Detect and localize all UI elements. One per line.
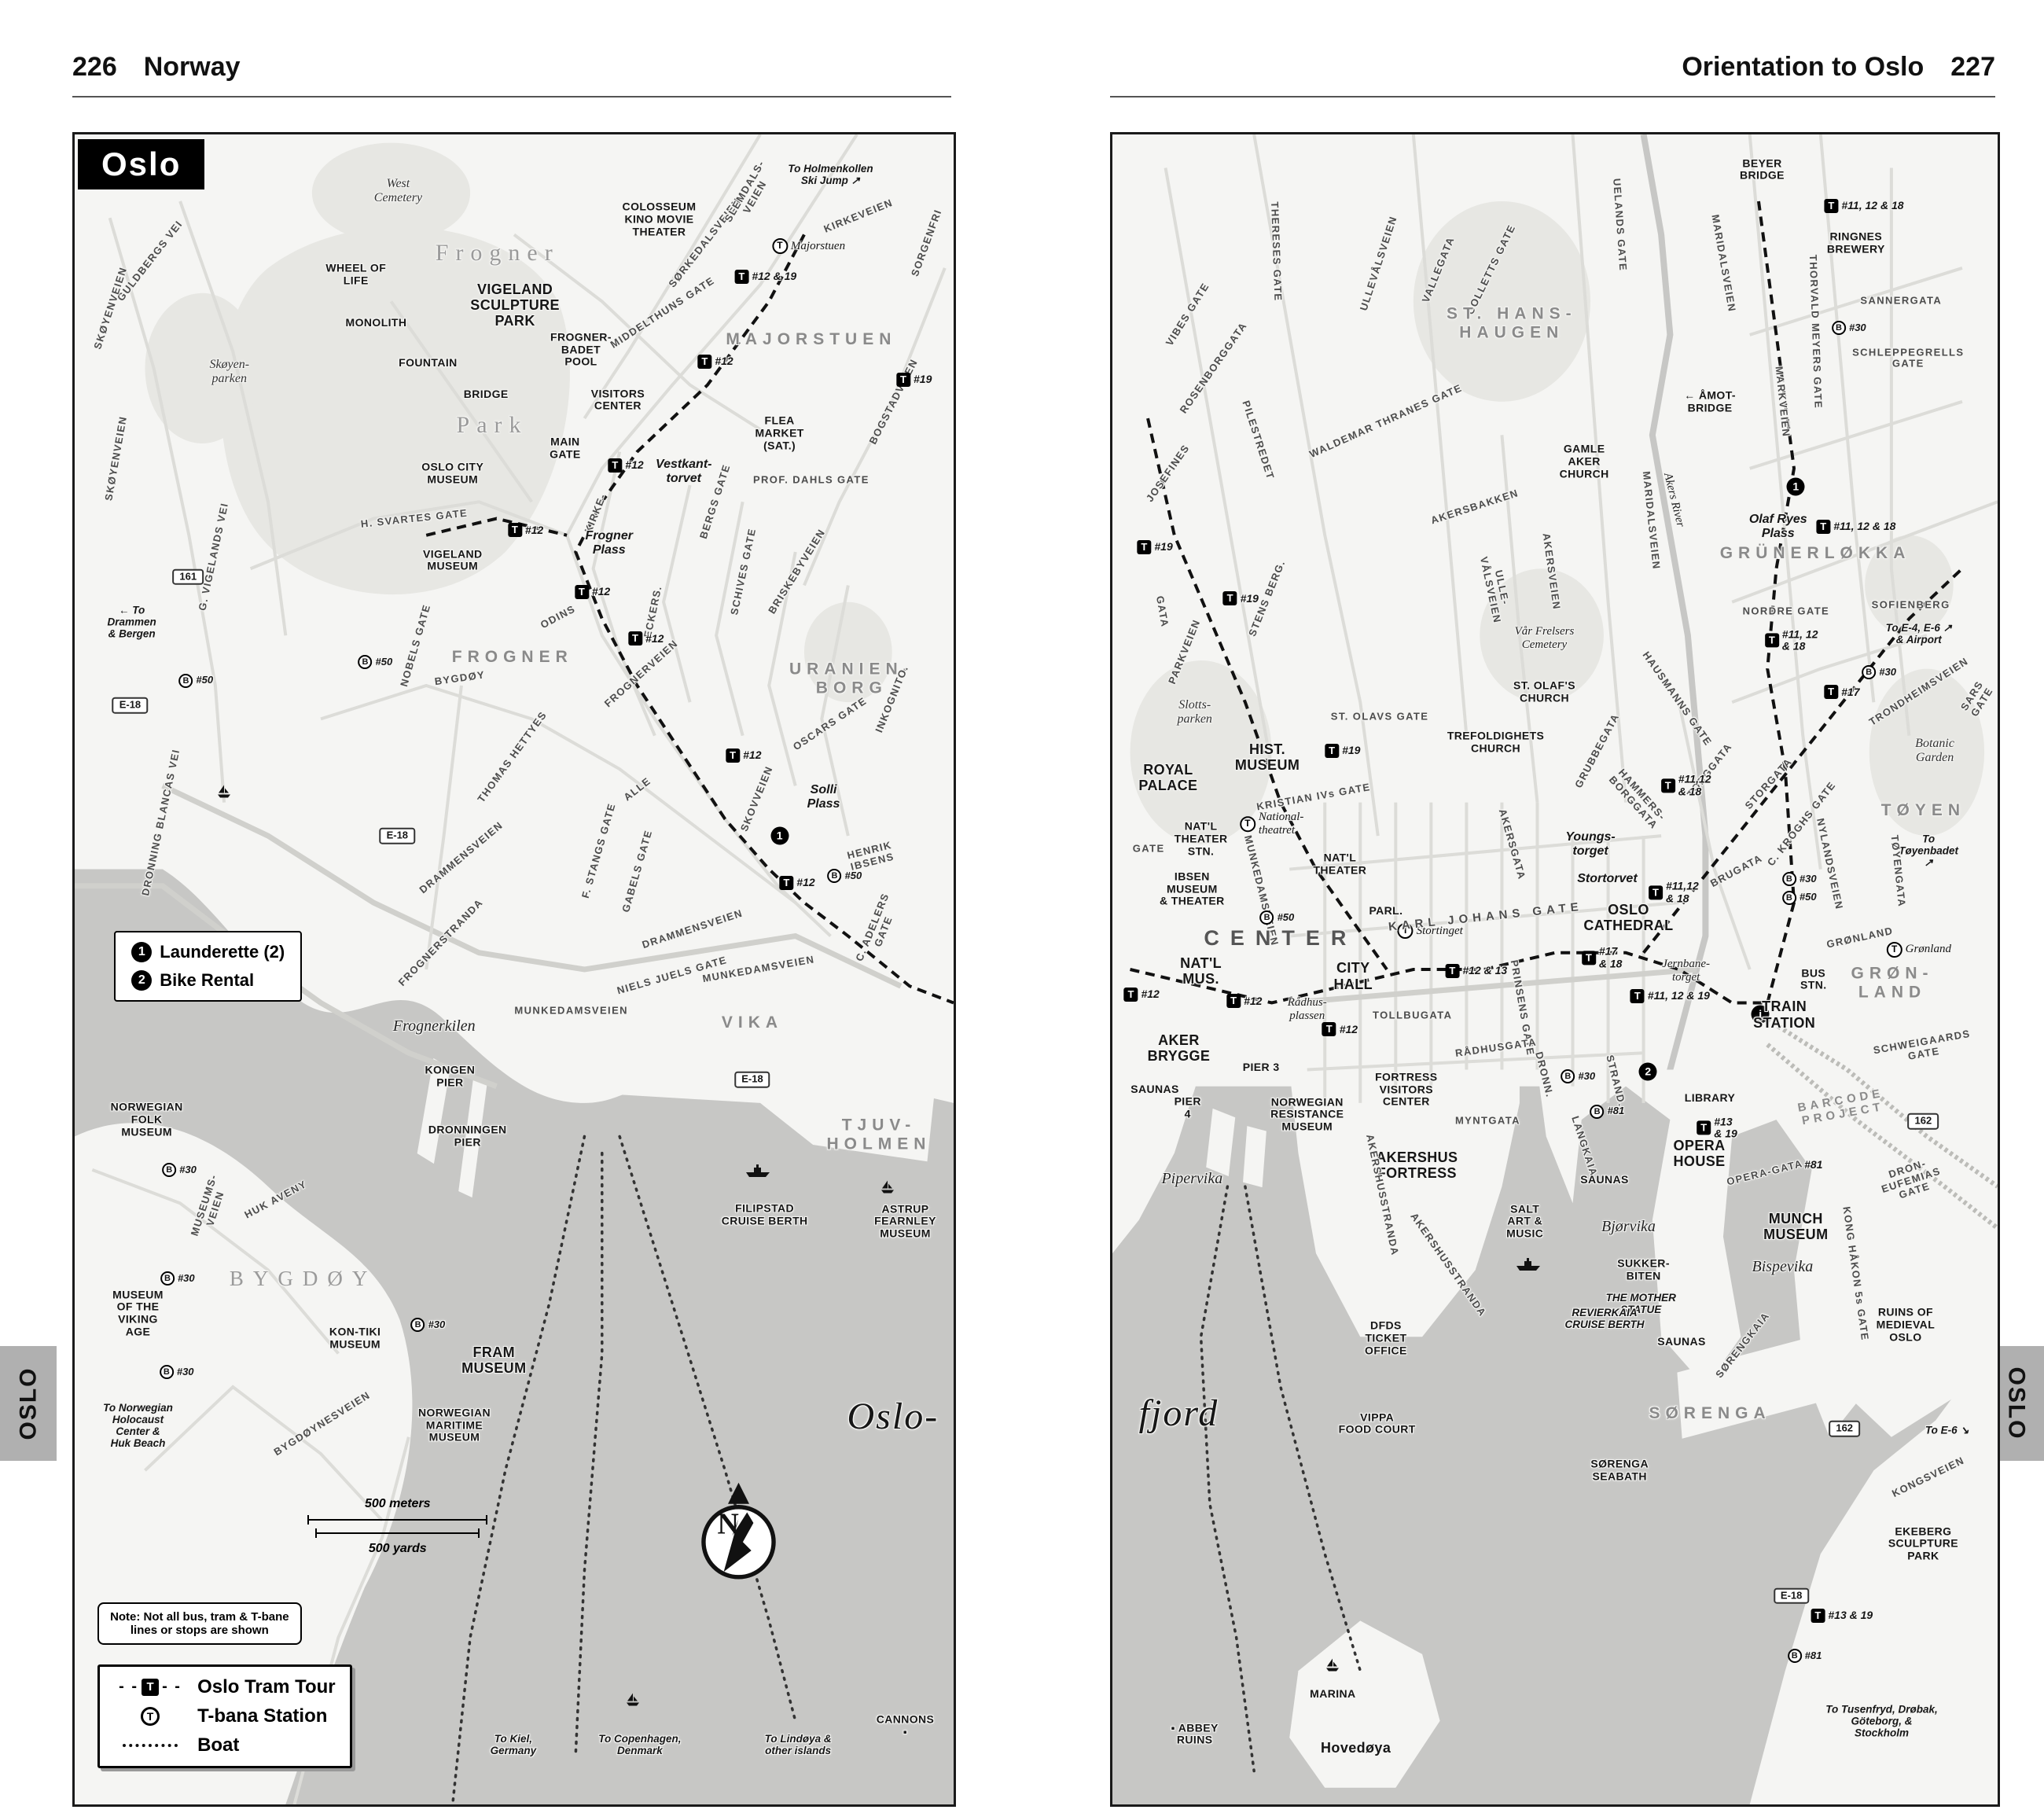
pier [417,1057,450,1164]
east-shore [1537,1069,1998,1437]
page-header-left: 226 Norway [72,52,241,83]
boat-line-icon [114,1743,186,1747]
boat-route [575,1153,602,1755]
pier [1243,1126,1266,1188]
marker-2-icon: 2 [131,970,153,991]
chapter-tab-left: OSLO [0,1346,57,1461]
akers-river [1644,134,1706,1103]
sorenga-pier [1677,1335,1823,1439]
header-rule-left [72,96,951,97]
map-key-markers: 1 Launderette (2) 2 Bike Rental [114,931,303,1002]
map-legend: - -T- - Oslo Tram Tour T T-bana Station … [97,1664,352,1768]
tram-route [575,234,954,1002]
legend-bike-rental: 2 Bike Rental [131,970,285,991]
page-title-left: Norway [143,52,241,82]
scale-meters-bar [307,1515,488,1525]
boat-route [1201,1186,1255,1771]
compass-rose: N [686,1480,792,1587]
botanic-garden-area [1869,668,1985,837]
tram-route [426,519,567,535]
header-rule-right [1110,96,1995,97]
rail-line [1767,1045,1998,1229]
svg-text:N: N [718,1507,739,1540]
scale-yards-bar [315,1528,480,1539]
boat-route [1245,1186,1360,1671]
ekeberg-shore [1749,1337,1998,1804]
hovedoya-island [1289,1620,1440,1788]
marker-1-icon: 1 [131,942,153,963]
rail-line [1767,1020,1998,1186]
page-title-right: Orientation to Oslo [1682,52,1925,82]
west-shore [1112,1069,1201,1254]
st-hanshaugen-area [1413,200,1591,402]
pier [1206,1108,1236,1177]
page-header-right: Orientation to Oslo 227 [1110,52,1995,83]
map-title: Oslo [78,139,205,189]
filipstad-shore [567,1028,936,1162]
tram-route [1644,568,1962,953]
boat-route [619,1136,796,1720]
uranienborg-park-area [803,601,892,703]
scale-meters-label: 500 meters [364,1497,431,1511]
page-number-left: 226 [72,52,117,82]
sofienberg-area [1865,535,1954,636]
tram-route [1130,953,1768,1003]
scale-bar: 500 meters 500 yards [307,1497,488,1556]
t-bana-icon: T [114,1706,186,1726]
scale-yards-label: 500 yards [368,1542,427,1556]
akershus-promontory [1289,1069,1520,1337]
tram-line-icon: - -T- - [119,1678,182,1696]
legend-launderette: 1 Launderette (2) [131,942,285,963]
legend-tbana: T T-bana Station [114,1705,336,1727]
cemetery-area [1480,568,1604,703]
legend-boat: Boat [114,1734,336,1756]
oslo-overview-map: Oslo 1 Launderette (2) 2 Bike Rental 500… [72,132,956,1807]
map-note: Note: Not all bus, tram & T-bane lines o… [97,1602,302,1645]
legend-tram-tour: - -T- - Oslo Tram Tour [114,1676,335,1698]
slottsparken-area [1130,660,1272,844]
north-arrow [728,1482,749,1504]
skoyenparken-area [145,292,259,443]
pier [458,1077,487,1198]
west-cemetery-area [311,142,471,244]
page-number-right: 227 [1950,52,1995,82]
tram-route [1148,418,1387,969]
map-basemap [1112,134,1998,1804]
